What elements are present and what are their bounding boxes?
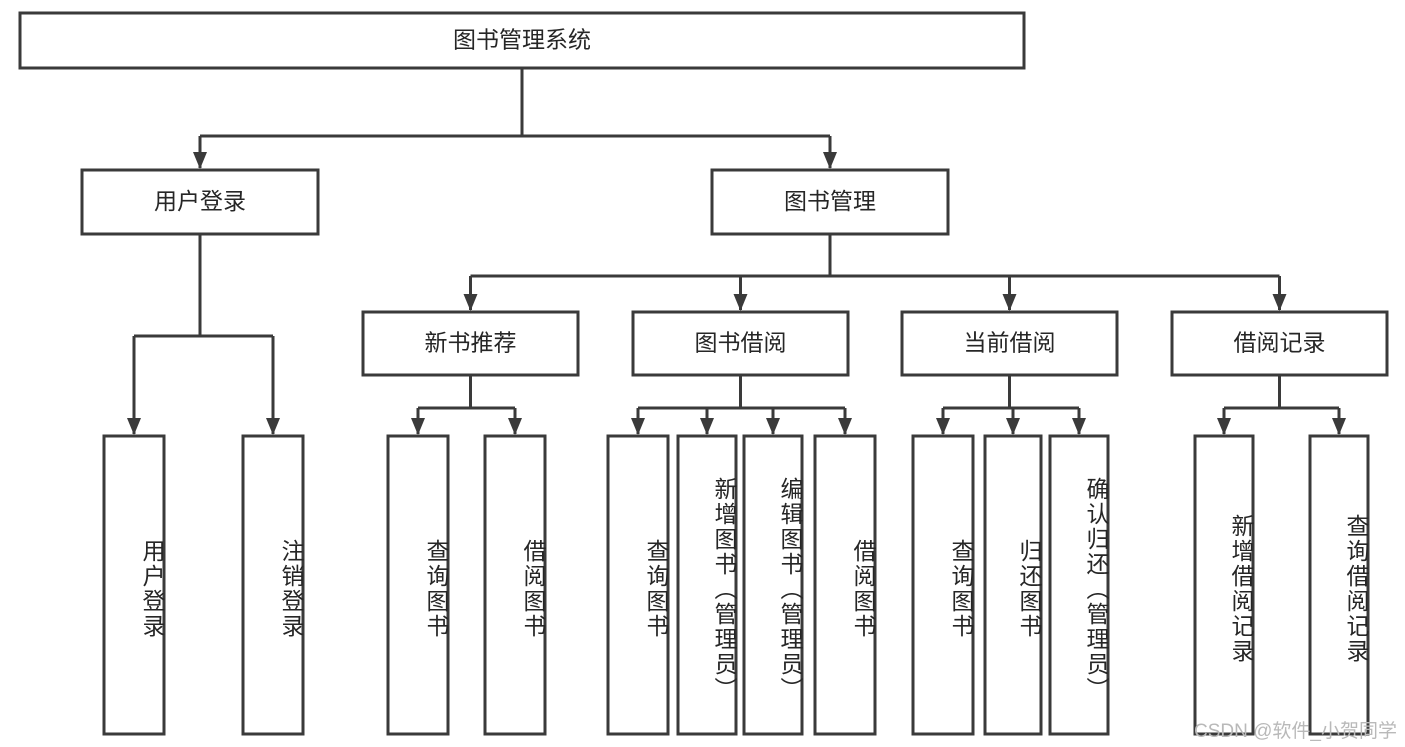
watermark-text: CSDN @软件_小贺同学: [1194, 721, 1397, 742]
node-leaf-logout[interactable]: [241, 434, 305, 736]
node-leaf-add-record[interactable]: [1193, 434, 1255, 736]
node-new-book-recommend-label: 新书推荐: [425, 330, 517, 356]
node-leaf-edit-book[interactable]: [742, 434, 804, 736]
node-current-borrow-label: 当前借阅: [964, 330, 1056, 356]
node-book-borrow-label: 图书借阅: [695, 330, 787, 356]
node-leaf-query-record[interactable]: [1308, 434, 1370, 736]
node-borrow-record-label: 借阅记录: [1234, 330, 1326, 356]
node-user-login[interactable]: [80, 168, 320, 236]
node-book-manage[interactable]: [710, 168, 950, 236]
node-root[interactable]: [18, 11, 1026, 70]
node-leaf-add-book[interactable]: [676, 434, 738, 736]
node-leaf-user-login[interactable]: [102, 434, 166, 736]
node-book-borrow[interactable]: [631, 310, 850, 377]
node-leaf-query-book-1[interactable]: [386, 434, 450, 736]
node-current-borrow[interactable]: [900, 310, 1119, 377]
node-book-manage-label: 图书管理: [784, 188, 876, 214]
connectors-layer: [127, 68, 1346, 435]
node-leaf-query-book-2[interactable]: [606, 434, 670, 736]
node-leaf-confirm-return[interactable]: [1048, 434, 1110, 736]
node-borrow-record[interactable]: [1170, 310, 1389, 377]
node-leaf-return-book[interactable]: [983, 434, 1043, 736]
node-new-book-recommend[interactable]: [361, 310, 580, 377]
node-leaf-query-book-3[interactable]: [911, 434, 975, 736]
boxes-layer: [18, 11, 1389, 736]
node-leaf-borrow-book-2[interactable]: [813, 434, 877, 736]
node-user-login-label: 用户登录: [154, 188, 246, 214]
node-root-label: 图书管理系统: [453, 27, 591, 53]
node-leaf-borrow-book-1[interactable]: [483, 434, 547, 736]
